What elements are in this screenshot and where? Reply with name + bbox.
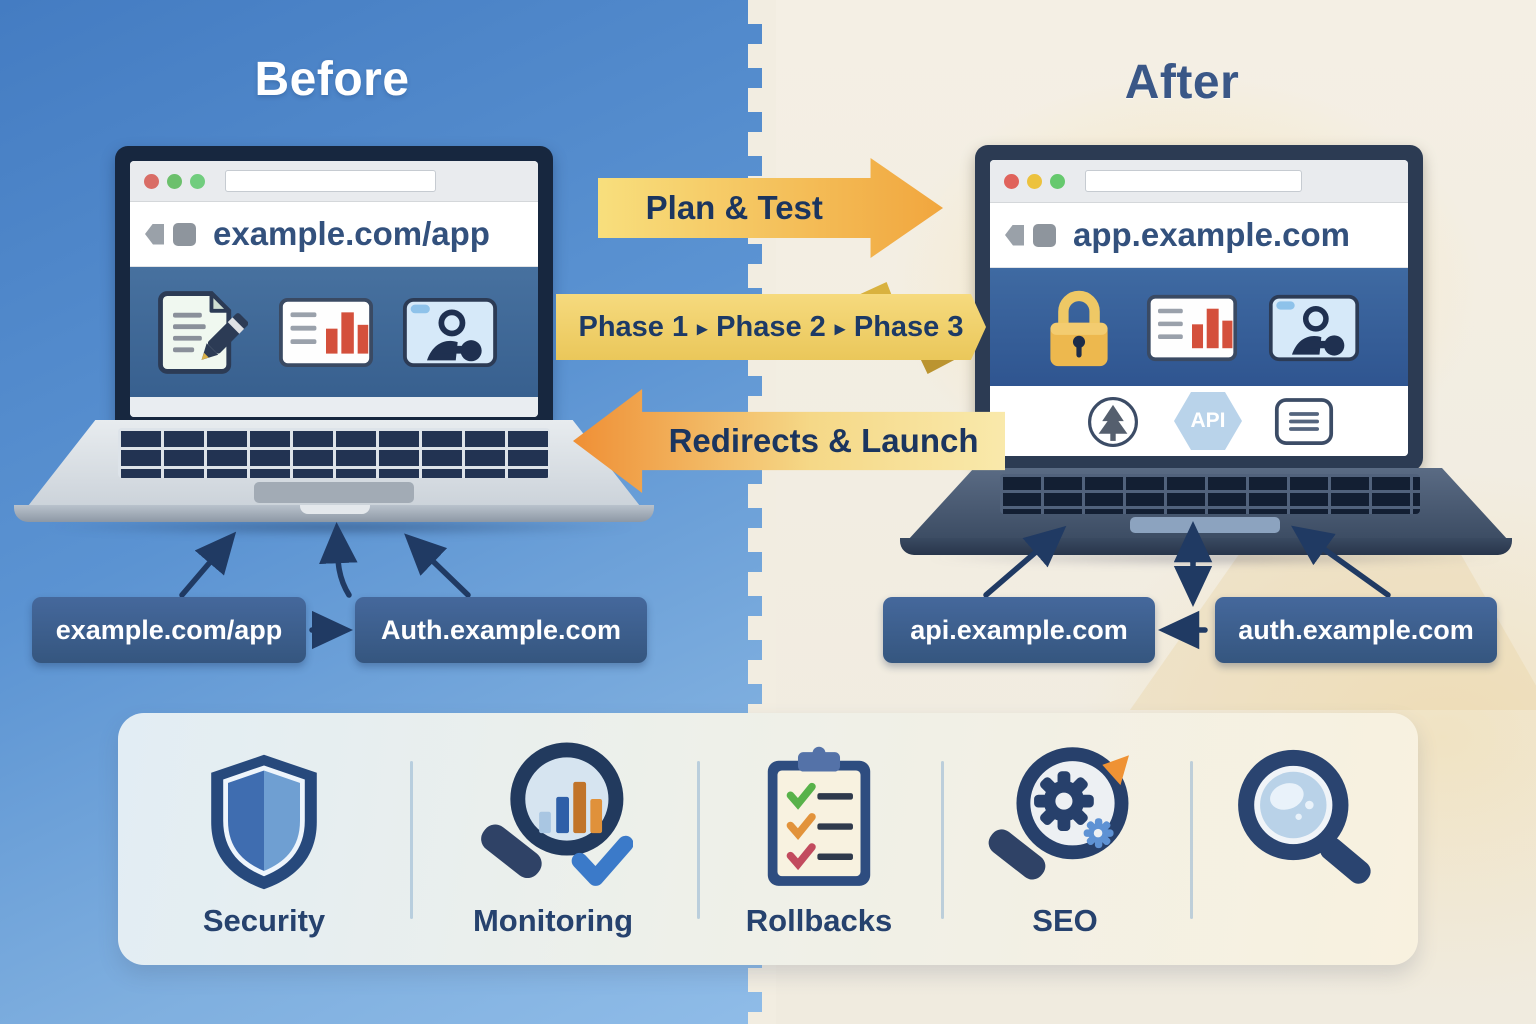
before-domain-box-1: example.com/app — [32, 597, 306, 663]
user-card-icon — [1268, 294, 1360, 362]
stop-square-icon[interactable] — [173, 222, 196, 246]
before-laptop-notch — [300, 505, 370, 514]
user-card-icon — [402, 297, 498, 368]
after-title: After — [1124, 56, 1240, 109]
after-laptop-keyboard — [1000, 474, 1420, 514]
before-laptop-keyboard — [118, 428, 550, 478]
monitoring-magnifier-icon — [473, 727, 633, 895]
lock-icon — [1050, 290, 1108, 367]
before-domain-1-label: example.com/app — [55, 614, 283, 645]
after-page-content — [990, 268, 1408, 386]
before-title: Before — [254, 53, 410, 106]
traffic-light-green-icon — [167, 173, 182, 189]
feature-label: Rollbacks — [745, 903, 893, 938]
before-url-bar: example.com/app — [130, 202, 538, 267]
feature-divider — [941, 761, 944, 919]
after-laptop-edge — [900, 538, 1512, 555]
after-browser-chrome — [990, 160, 1408, 203]
before-laptop-screen: example.com/app — [115, 146, 553, 434]
document-edit-icon — [158, 291, 248, 374]
redirects-launch-label: Redirects & Launch — [668, 421, 979, 459]
phase-arrow-icon: ▸ — [697, 317, 708, 340]
feature-label: Security — [202, 903, 326, 938]
features-panel: Security Monitoring — [118, 713, 1418, 965]
before-browser-chrome — [130, 161, 538, 202]
phase-1-label: Phase 1 — [578, 310, 689, 343]
back-arrow-icon[interactable] — [145, 223, 164, 245]
feature-monitoring: Monitoring — [428, 727, 678, 953]
feature-seo: SEO — [940, 727, 1190, 953]
feature-label: SEO — [1032, 903, 1098, 938]
feature-security: Security — [139, 727, 389, 953]
after-browser-search-input[interactable] — [1085, 170, 1302, 192]
back-arrow-icon[interactable] — [1005, 224, 1024, 246]
api-badge-text: API — [1190, 409, 1226, 432]
after-domain-2-label: auth.example.com — [1238, 614, 1474, 645]
after-browser-window: app.example.com — [990, 160, 1408, 456]
before-url-text: example.com/app — [213, 215, 490, 252]
after-laptop-screen: app.example.com — [975, 145, 1423, 471]
api-hexagon-icon: API — [1174, 392, 1242, 450]
traffic-light-green-icon — [1050, 173, 1065, 189]
before-page-footer — [130, 397, 538, 417]
feature-label: Monitoring — [472, 903, 634, 938]
after-page-toolbar: API — [990, 386, 1408, 456]
feature-divider — [410, 761, 413, 919]
traffic-light-red-icon — [144, 173, 159, 189]
analytics-card-icon — [278, 297, 374, 368]
phases-ribbon: Phase 1 ▸ Phase 2 ▸ Phase 3 — [556, 294, 986, 360]
before-browser-window: example.com/app — [130, 161, 538, 417]
traffic-light-green-icon — [190, 173, 205, 189]
after-domain-box-2: auth.example.com — [1215, 597, 1497, 663]
after-laptop-trackpad — [1130, 517, 1280, 533]
search-magnifier-icon — [1229, 727, 1379, 895]
before-traffic-lights — [144, 173, 205, 189]
after-url-text: app.example.com — [1073, 216, 1350, 253]
seo-magnifier-gear-icon — [985, 727, 1145, 895]
after-domain-box-1: api.example.com — [883, 597, 1155, 663]
analytics-card-icon — [1146, 294, 1238, 362]
plan-test-label: Plan & Test — [645, 189, 823, 226]
stop-square-icon[interactable] — [1033, 223, 1056, 247]
traffic-light-red-icon — [1004, 173, 1019, 189]
publish-tree-icon — [1088, 397, 1138, 447]
after-traffic-lights — [1004, 173, 1065, 189]
before-page-content — [130, 267, 538, 397]
phase-arrow-icon: ▸ — [834, 317, 845, 340]
feature-rollbacks: Rollbacks — [694, 727, 944, 953]
menu-list-icon — [1274, 398, 1334, 445]
before-domain-2-label: Auth.example.com — [380, 614, 622, 645]
before-laptop-trackpad — [254, 482, 414, 503]
feature-divider — [697, 761, 700, 919]
phase-2-label: Phase 2 — [716, 310, 826, 343]
after-url-bar: app.example.com — [990, 203, 1408, 268]
traffic-light-yellow-icon — [1027, 173, 1042, 189]
phase-3-label: Phase 3 — [853, 310, 964, 343]
before-browser-search-input[interactable] — [225, 170, 436, 192]
feature-search — [1179, 727, 1429, 953]
shield-icon — [198, 727, 330, 895]
feature-divider — [1190, 761, 1193, 919]
before-domain-box-2: Auth.example.com — [355, 597, 647, 663]
after-domain-1-label: api.example.com — [910, 614, 1128, 645]
rollbacks-clipboard-icon — [757, 727, 881, 895]
